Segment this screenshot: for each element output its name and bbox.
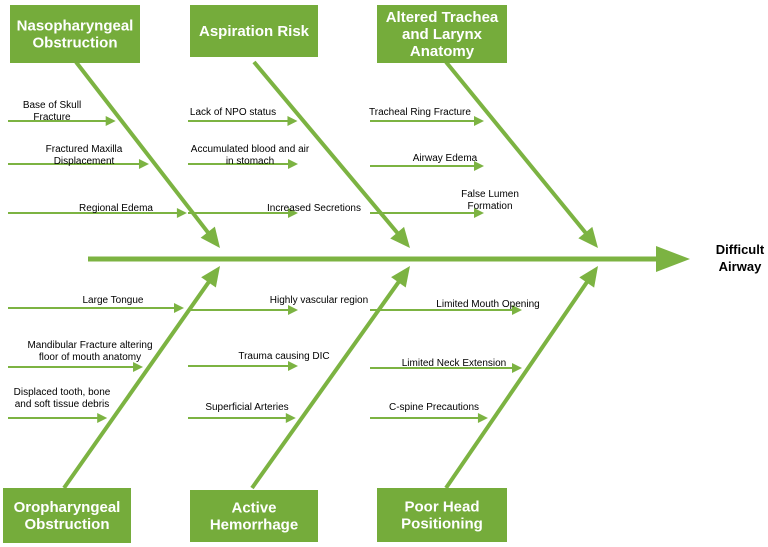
cause-arrowhead (176, 208, 187, 218)
bone-arrowhead-nasopharyngeal (200, 226, 220, 248)
category-box-aspiration: Aspiration Risk (190, 5, 318, 57)
category-box-bg (3, 488, 131, 543)
cause-arrowhead (474, 116, 484, 126)
cause-arrowhead (97, 413, 108, 423)
cause-label: Lack of NPO status (190, 107, 276, 118)
cause-hemorrhage-2: Superficial Arteries (188, 402, 296, 423)
cause-arrowhead (288, 208, 298, 218)
cause-arrowhead (477, 413, 488, 423)
cause-arrowhead (288, 305, 298, 315)
cause-arrowhead (288, 361, 298, 371)
bone-nasopharyngeal (74, 60, 214, 239)
cause-arrowhead (474, 161, 484, 171)
cause-head_positioning-0: Limited Mouth Opening (370, 299, 540, 315)
bone-arrowhead-trachea (578, 226, 598, 248)
cause-label: C-spine Precautions (389, 402, 479, 413)
cause-label: Tracheal Ring Fracture (369, 107, 471, 118)
cause-hemorrhage-0: Highly vascular region (188, 295, 368, 315)
cause-arrowhead (133, 362, 144, 372)
cause-arrowhead (105, 116, 116, 126)
cause-aspiration-0: Lack of NPO status (188, 107, 298, 126)
cause-oropharyngeal-0: Large Tongue (8, 295, 184, 313)
bone-head_positioning (444, 276, 592, 490)
cause-label: Increased Secretions (267, 203, 361, 214)
cause-arrowhead (174, 303, 184, 313)
bones-layer (62, 60, 598, 490)
cause-arrowhead (285, 413, 296, 423)
spine-layer (88, 246, 690, 272)
category-box-bg (377, 5, 507, 63)
cause-label: Large Tongue (83, 295, 144, 306)
bone-trachea (444, 60, 591, 239)
bone-arrowhead-hemorrhage (391, 266, 410, 288)
cause-arrowhead (474, 208, 484, 218)
category-box-bg (377, 488, 507, 542)
cause-label: Highly vascular region (270, 295, 368, 306)
cause-trachea-1: Airway Edema (370, 153, 484, 171)
cause-label: Limited Neck Extension (402, 358, 507, 369)
cause-head_positioning-1: Limited Neck Extension (370, 358, 522, 373)
category-box-bg (190, 490, 318, 542)
cause-label: Airway Edema (413, 153, 478, 164)
category-box-bg (190, 5, 318, 57)
spine-arrowhead (656, 246, 690, 272)
cause-label: Superficial Arteries (205, 402, 288, 413)
cause-arrowhead (512, 363, 522, 373)
cause-label: Regional Edema (79, 203, 153, 214)
cause-arrowhead (287, 116, 298, 126)
cause-head_positioning-2: C-spine Precautions (370, 402, 488, 423)
bone-oropharyngeal (62, 276, 214, 490)
cause-label: Limited Mouth Opening (436, 299, 539, 310)
cause-label: Trauma causing DIC (238, 351, 329, 362)
cause-arrowhead (138, 159, 149, 169)
bone-arrowhead-oropharyngeal (201, 266, 220, 288)
bone-hemorrhage (250, 276, 404, 490)
cause-trachea-0: Tracheal Ring Fracture (369, 107, 484, 126)
category-box-bg (10, 5, 140, 63)
cause-arrowhead (288, 159, 298, 169)
bone-arrowhead-head_positioning (579, 266, 598, 288)
cause-hemorrhage-1: Trauma causing DIC (188, 351, 330, 371)
cause-aspiration-2: Increased Secretions (188, 203, 361, 218)
bone-aspiration (252, 60, 403, 239)
bone-arrowhead-aspiration (390, 226, 410, 248)
category-label: Aspiration Risk (199, 23, 310, 40)
cause-arrowhead (512, 305, 522, 315)
cause-nasopharyngeal-2: Regional Edema (8, 203, 187, 218)
